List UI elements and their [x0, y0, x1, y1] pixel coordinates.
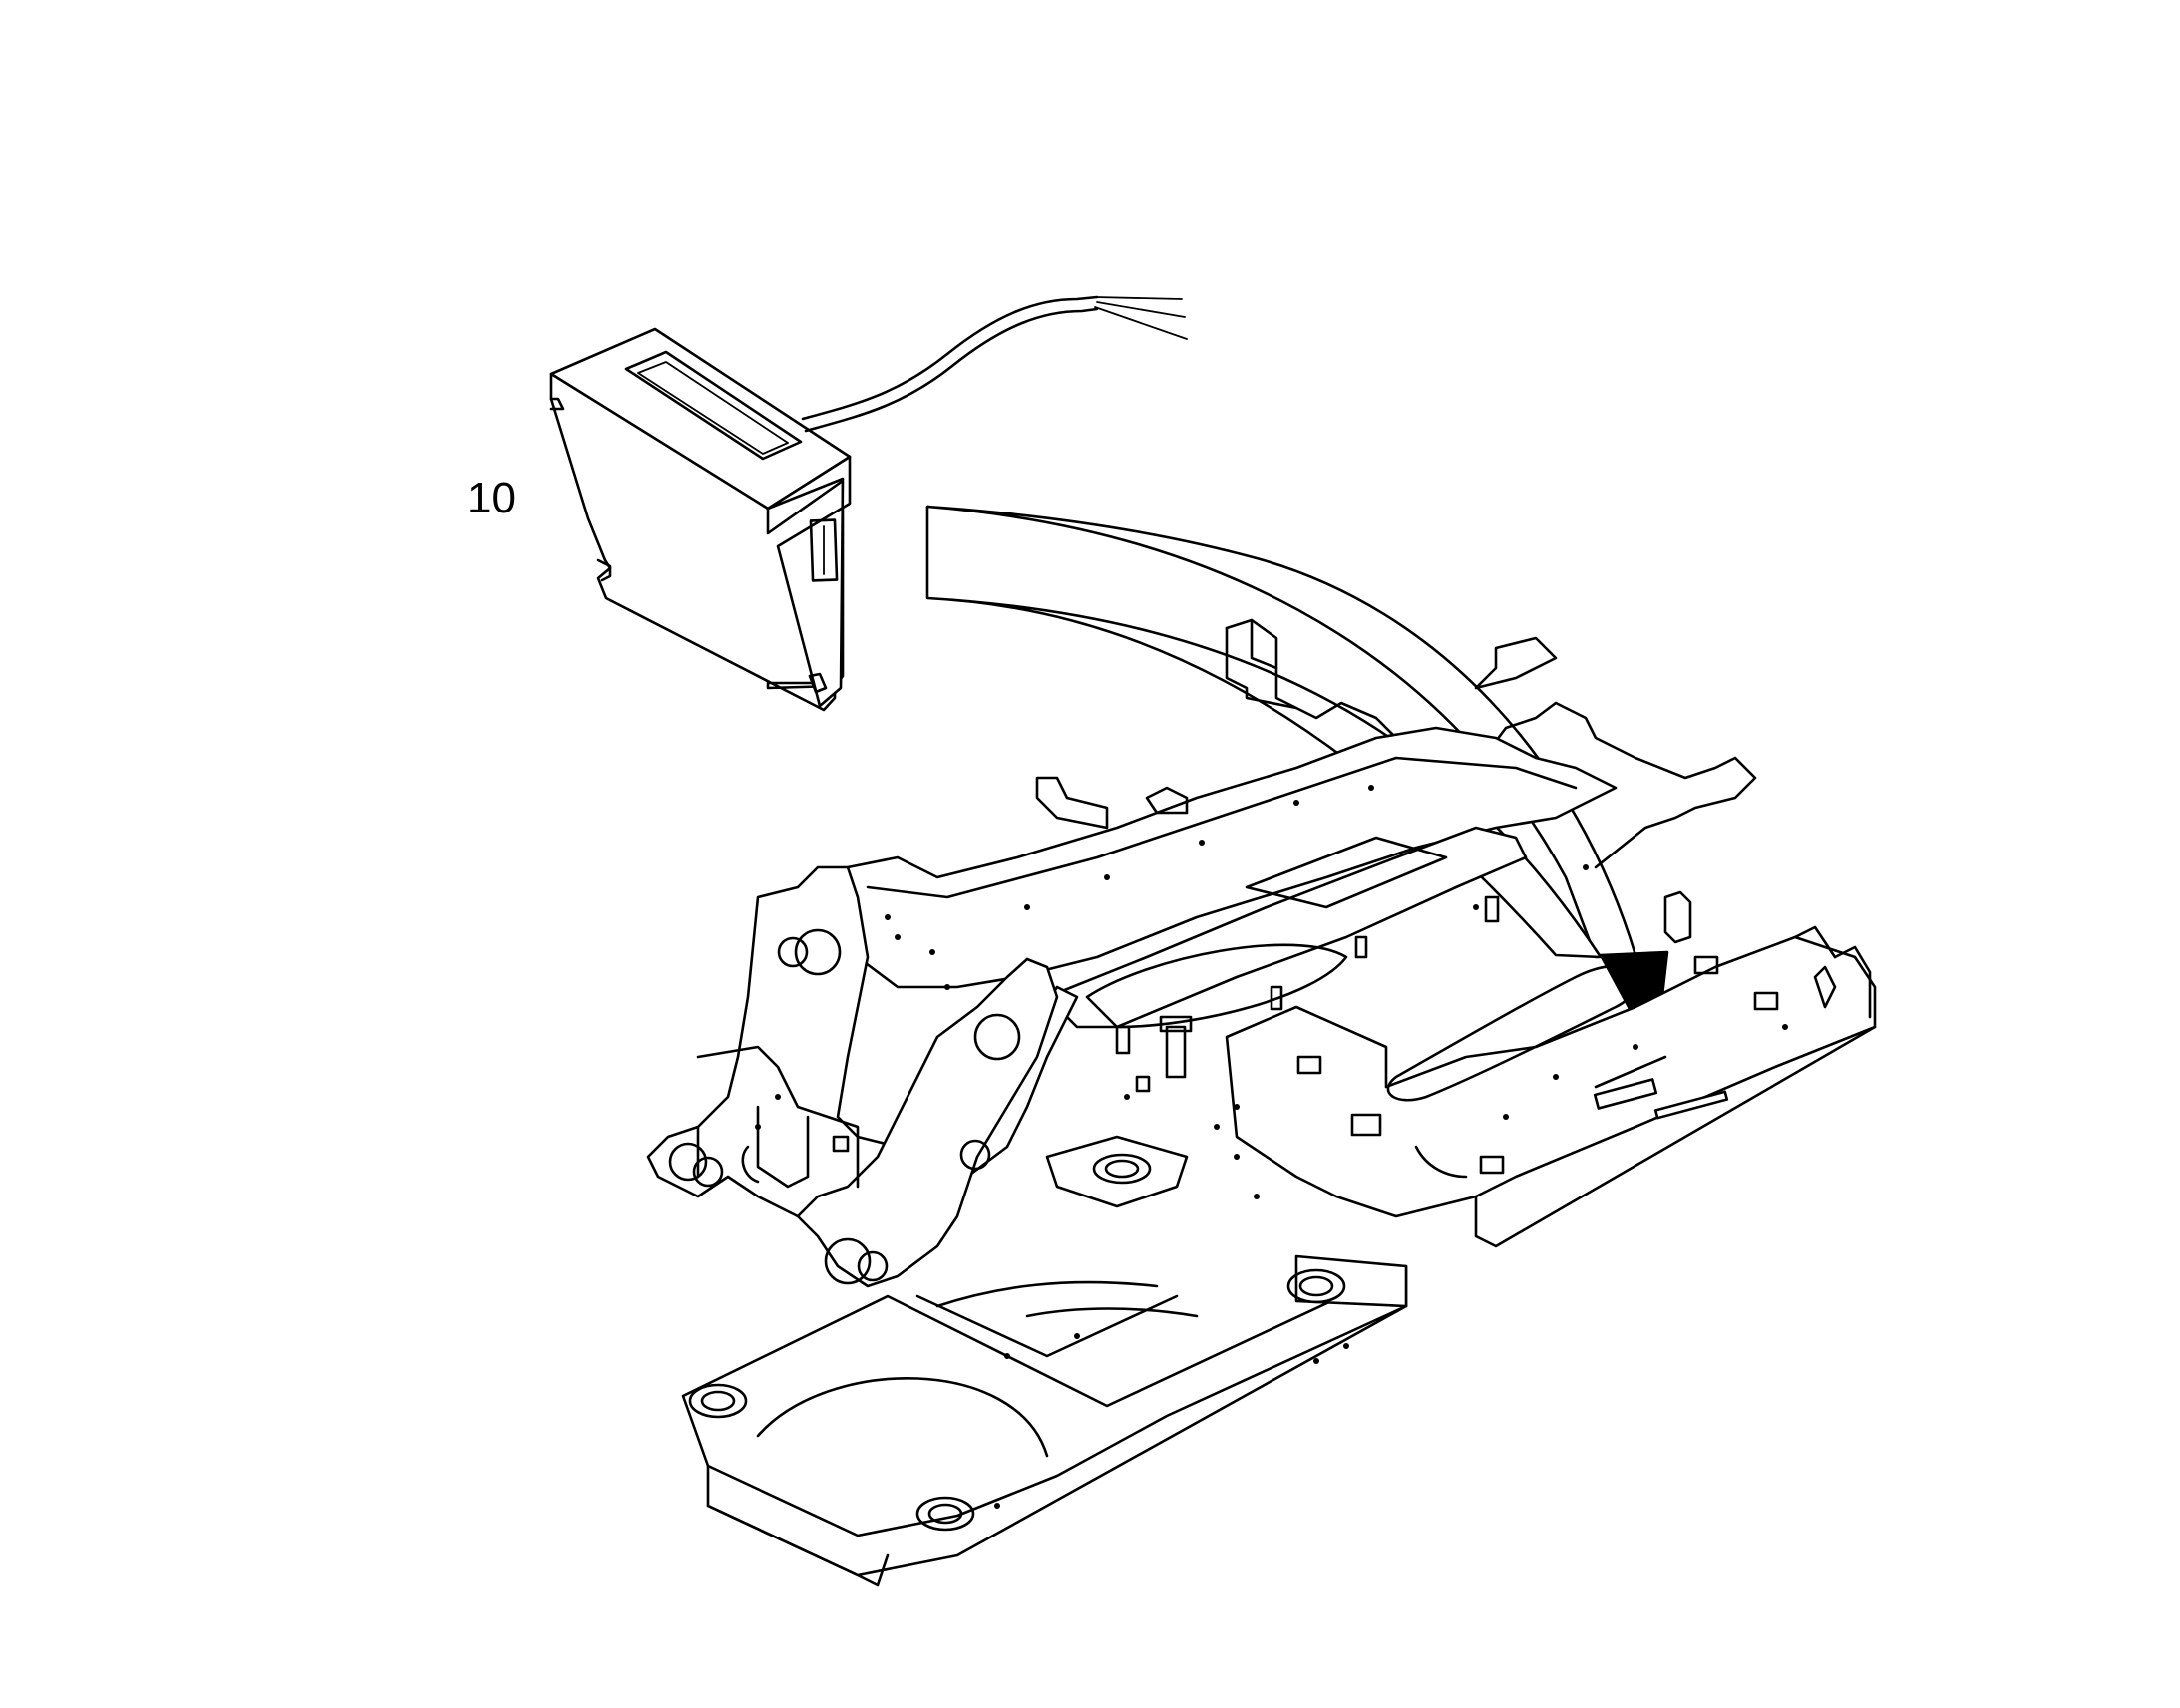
control-unit-icon	[549, 295, 1188, 712]
callout-number: 10	[467, 474, 516, 522]
chassis-frame-icon	[646, 618, 1877, 1587]
curved-arrow-icon	[925, 505, 1669, 1059]
